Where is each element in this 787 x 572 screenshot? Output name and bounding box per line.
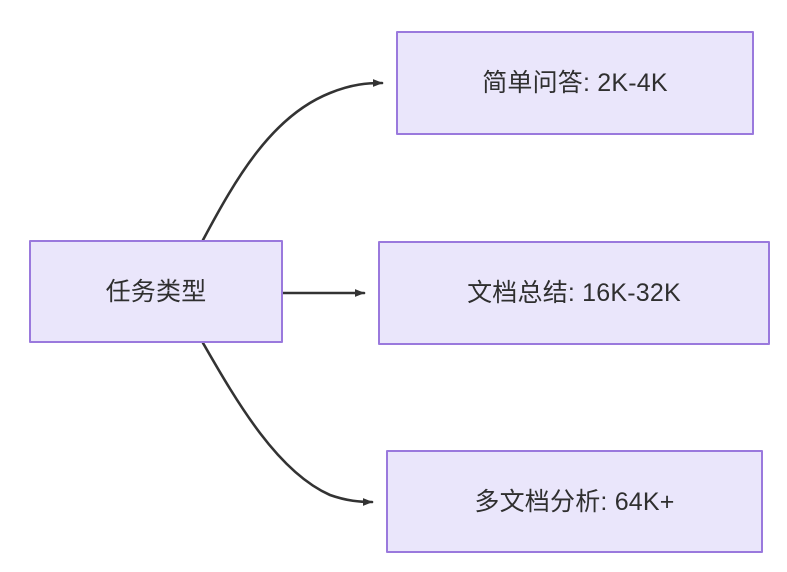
node-doc-summary[interactable]: 文档总结: 16K-32K (378, 241, 770, 345)
node-task-type-label: 任务类型 (105, 277, 207, 306)
node-multi-doc-label: 多文档分析: 64K+ (474, 487, 675, 516)
node-simple-qa[interactable]: 简单问答: 2K-4K (396, 31, 754, 135)
edge-source-to-simple-qa (201, 79, 384, 242)
node-multi-doc[interactable]: 多文档分析: 64K+ (386, 450, 763, 553)
node-task-type[interactable]: 任务类型 (29, 240, 283, 343)
node-doc-summary-label: 文档总结: 16K-32K (467, 279, 681, 307)
edge-source-to-multi-doc (201, 341, 374, 506)
node-simple-qa-label: 简单问答: 2K-4K (482, 69, 668, 97)
